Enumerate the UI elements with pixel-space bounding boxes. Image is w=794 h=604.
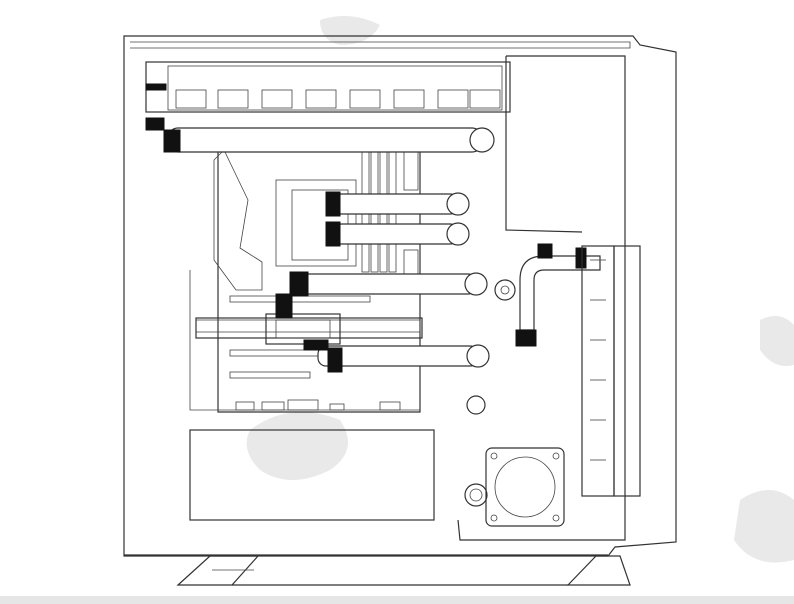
chassis <box>123 35 677 557</box>
side-radiator <box>581 245 641 497</box>
port-knob <box>494 279 516 301</box>
bottom-strip <box>0 596 794 604</box>
gpu-block <box>195 313 423 345</box>
bottom-headers <box>235 399 401 411</box>
case-feet <box>176 555 631 586</box>
fittings <box>145 117 587 373</box>
hard-tubes <box>167 127 601 415</box>
watermark <box>246 16 794 563</box>
psu-shroud <box>189 429 435 521</box>
pump-fan-panel <box>464 447 565 527</box>
top-radiator-fans <box>145 61 511 113</box>
cpu-socket <box>275 179 357 267</box>
